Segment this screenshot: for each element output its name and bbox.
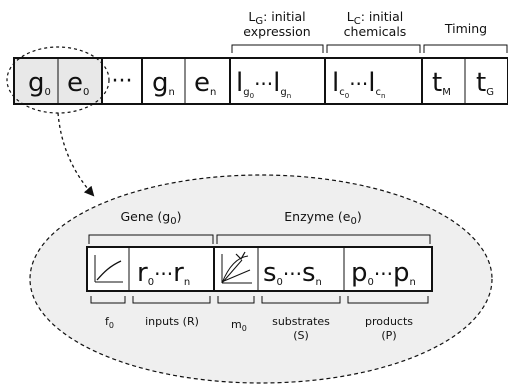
header-enzyme: Enzyme (e0)	[284, 209, 361, 227]
cell-products-range: p0···pn	[351, 258, 416, 288]
bracket-m0	[217, 296, 255, 304]
cell-e0-bg	[58, 58, 102, 104]
label-f0: f0	[105, 315, 114, 330]
kinetics-icon	[221, 251, 252, 284]
label-products: products	[365, 315, 413, 328]
label-substrates: substrates	[272, 315, 330, 328]
header-timing: Timing	[444, 21, 487, 36]
bracket-enzyme	[216, 234, 431, 244]
bracket-substrates	[261, 296, 341, 304]
activation-curve-icon	[94, 255, 123, 283]
header-bracket-lg	[231, 44, 324, 53]
detail-strip-box	[86, 246, 433, 292]
bracket-products	[347, 296, 429, 304]
zoom-arrow	[57, 112, 95, 197]
cell-inputs-range: r0···rn	[137, 258, 190, 288]
cell-lc-range: lc0···lcn	[332, 68, 385, 100]
header-gene: Gene (g0)	[120, 209, 181, 227]
label-substrates-abbr: (S)	[293, 329, 309, 342]
cell-e0: e0	[67, 68, 89, 98]
cell-g0: g0	[28, 68, 51, 98]
header-lg: LG: initial	[248, 9, 305, 27]
bracket-gene	[88, 234, 214, 244]
header-bracket-timing	[423, 44, 508, 53]
cell-gn: gn	[152, 68, 175, 98]
header-lc-line2: chemicals	[344, 24, 407, 39]
cell-g0-bg	[14, 58, 58, 104]
bracket-f0	[90, 296, 126, 304]
cell-lg-range: lg0···lgn	[236, 68, 291, 100]
header-bracket-lc	[326, 44, 421, 53]
label-products-abbr: (P)	[381, 329, 396, 342]
cell-ellipsis: ···	[112, 69, 133, 94]
cell-en: en	[194, 68, 216, 98]
header-lg-line2: expression	[243, 24, 310, 39]
detail-view: Gene (g0) Enzyme (e0) r0···rn s0···sn p0…	[29, 174, 493, 384]
bracket-inputs	[132, 296, 211, 304]
cell-tg: tG	[476, 68, 494, 98]
genome-strip: LG: initial expression LC: initial chemi…	[6, 9, 508, 114]
label-inputs: inputs (R)	[145, 315, 199, 328]
header-lc: LC: initial	[347, 9, 404, 27]
cell-substrates-range: s0···sn	[263, 258, 322, 288]
label-m0: m0	[231, 318, 247, 333]
cell-tm: tM	[432, 68, 451, 98]
